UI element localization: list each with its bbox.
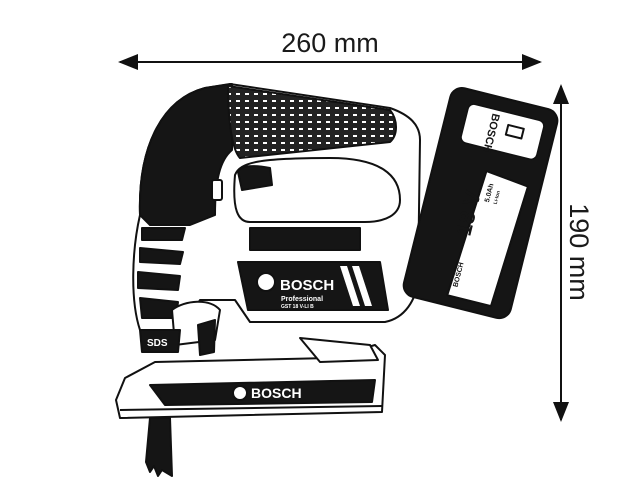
- battery-capacity-label: 5.0Ah: [484, 183, 495, 203]
- product-line-label: Professional: [281, 296, 323, 303]
- saw-blade: [145, 417, 173, 477]
- base-edge: [119, 405, 383, 411]
- height-label: 190 mm: [564, 203, 594, 301]
- width-label: 260 mm: [281, 28, 379, 58]
- charge-indicator: [504, 123, 525, 140]
- label-stripes: [340, 266, 372, 306]
- front-housing: [138, 83, 233, 226]
- sds-clamp: [139, 329, 181, 353]
- trigger: [237, 165, 273, 191]
- height-dimension: 190 mm: [553, 84, 594, 422]
- battery-label-panel: [446, 170, 529, 308]
- bosch-logo-icon: [256, 272, 276, 292]
- switch-lock-icon: [211, 179, 223, 201]
- base-rear-mount: [299, 337, 379, 363]
- battery-top-label: [460, 103, 545, 161]
- guard-lever: [197, 319, 216, 356]
- brand-label: BOSCH: [280, 277, 334, 294]
- battery-chemistry-label: Li-Ion: [493, 190, 502, 205]
- sds-label: SDS: [147, 338, 168, 349]
- base-brand-label: BOSCH: [251, 385, 302, 401]
- grip-pad: [227, 85, 397, 159]
- model-label: GST 18 V-LI B: [281, 304, 314, 310]
- width-dimension: 260 mm: [118, 28, 542, 70]
- battery-stripes: [476, 239, 507, 301]
- jigsaw: BOSCH Professional GST 18 V-LI B SDS BOS…: [115, 83, 559, 477]
- vent-slot: [249, 227, 361, 251]
- base-bosch-logo-icon: [232, 385, 248, 401]
- handle-opening: [233, 157, 401, 223]
- base-label-band: [149, 379, 376, 406]
- battery-pack: BOSCH 18 V 5.0Ah Li-Ion BOSCH: [402, 86, 559, 320]
